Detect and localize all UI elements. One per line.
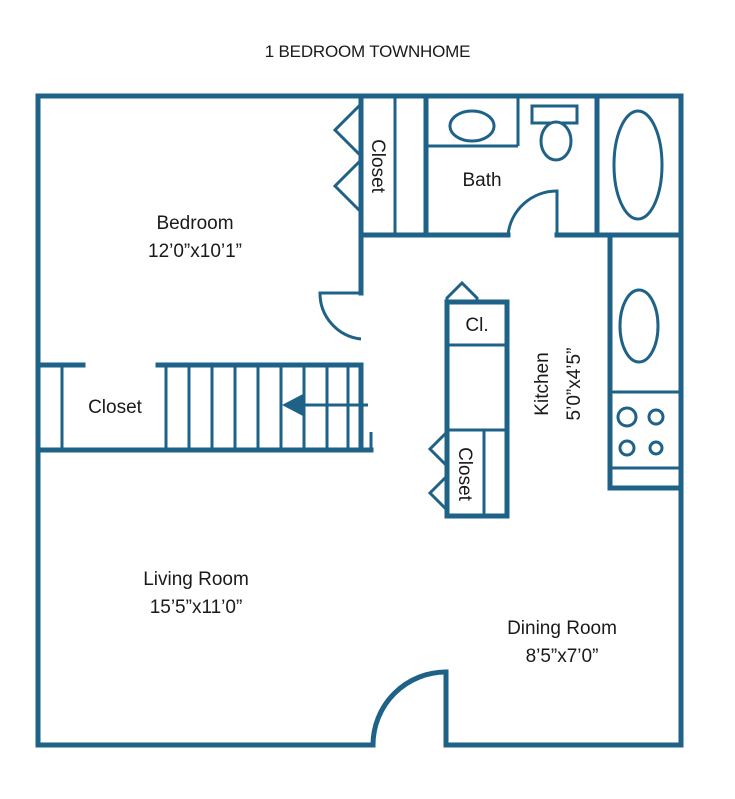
cl-label: Cl. — [465, 315, 488, 336]
closet-door-upper[interactable] — [332, 102, 363, 158]
bedroom-closet — [332, 96, 397, 235]
cl-door[interactable] — [445, 280, 479, 302]
bath-door[interactable] — [506, 189, 559, 236]
bath-label: Bath — [462, 170, 501, 191]
bedroom-closet-label: Closet — [367, 139, 388, 194]
stair-area — [35, 362, 374, 453]
kitchen-closet-label: Closet — [454, 447, 475, 502]
toilet-tank — [530, 104, 579, 125]
room-labels: Bedroom 12’0”x10’1” Closet Bath Closet C… — [88, 139, 617, 667]
kitchen-closet-door-upper[interactable] — [427, 430, 449, 468]
dining-room-label: Dining Room — [507, 618, 617, 639]
kitchen-sink-icon — [618, 288, 660, 364]
closet-door-lower[interactable] — [332, 158, 363, 214]
bath-area — [423, 93, 664, 238]
bathtub-icon — [612, 109, 664, 221]
toilet-icon — [539, 120, 573, 162]
bedroom-label: Bedroom — [156, 213, 233, 234]
kitchen-label: Kitchen — [532, 352, 553, 415]
arrow-left-head — [282, 394, 303, 416]
bedroom-door[interactable] — [318, 291, 362, 341]
entry-door[interactable] — [370, 669, 449, 748]
bedroom-walls — [358, 93, 684, 453]
bedroom-dims: 12’0”x10’1” — [148, 241, 242, 262]
living-room-dims: 15’5”x11’0” — [150, 597, 243, 618]
stove-icon — [616, 406, 665, 457]
kitchen-dims: 5’0”x4’5” — [564, 348, 585, 421]
plan-title: 1 BEDROOM TOWNHOME — [264, 42, 471, 61]
dining-room-dims: 8’5”x7’0” — [526, 646, 599, 667]
kitchen-closet-door-lower[interactable] — [427, 474, 449, 512]
stair-treads — [187, 365, 350, 450]
kitchen-counter — [607, 232, 684, 491]
stair-closet-label: Closet — [88, 397, 143, 418]
sink-icon — [448, 109, 496, 143]
kitchen-island — [427, 280, 510, 519]
living-room-label: Living Room — [143, 569, 249, 590]
